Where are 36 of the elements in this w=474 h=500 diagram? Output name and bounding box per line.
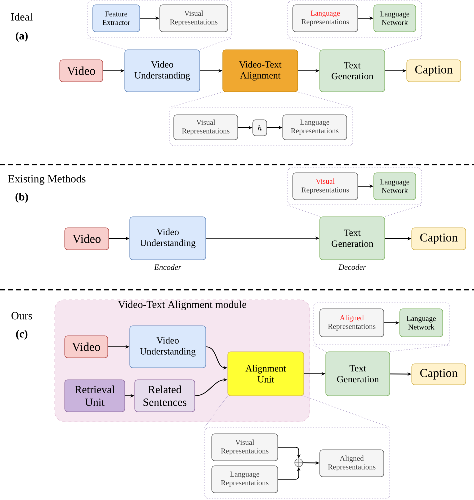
input-box: Video (64, 336, 108, 358)
panel-letter: (b) (16, 193, 28, 203)
callout-line (87, 38, 125, 50)
callout-line (390, 345, 451, 352)
panel-letter: (a) (16, 32, 28, 42)
output-box: Caption (412, 228, 466, 250)
callout-line (169, 92, 223, 108)
process-box: Video-Text Alignment (222, 50, 298, 92)
section-label: Ideal (11, 13, 33, 21)
process-box: Text Generation Decoder (320, 216, 386, 270)
process-box: Video Understanding (124, 50, 200, 92)
callout-line (298, 92, 354, 108)
process-box: Retrieval Unit (64, 380, 126, 412)
output-box: Caption (412, 364, 466, 386)
callout-line (385, 38, 423, 50)
output-box: Caption (406, 60, 462, 82)
data-box: Related Sentences (134, 380, 196, 412)
process-box: Text Generation (326, 352, 390, 396)
input-box: Video (60, 60, 104, 82)
sum-circle (294, 458, 304, 468)
process-box: Video Understanding (130, 326, 206, 368)
node-label: Decoder (338, 264, 366, 270)
callout-line (313, 345, 326, 352)
process-box: Alignment Unit (228, 352, 304, 396)
callout-line (385, 205, 423, 217)
section-label: Existing Methods (8, 175, 86, 185)
callout-line (304, 396, 391, 428)
panel-letter: (c) (16, 330, 28, 340)
callout-line (204, 396, 228, 428)
function-box: $h$ (252, 120, 268, 136)
process-box: Text Generation (320, 50, 386, 92)
input-box: Video (64, 228, 110, 250)
section-label: Ours (12, 312, 32, 320)
process-box: Video Understanding Encoder (130, 216, 206, 270)
node-label: Encoder (154, 264, 182, 270)
callout-line (287, 205, 320, 217)
